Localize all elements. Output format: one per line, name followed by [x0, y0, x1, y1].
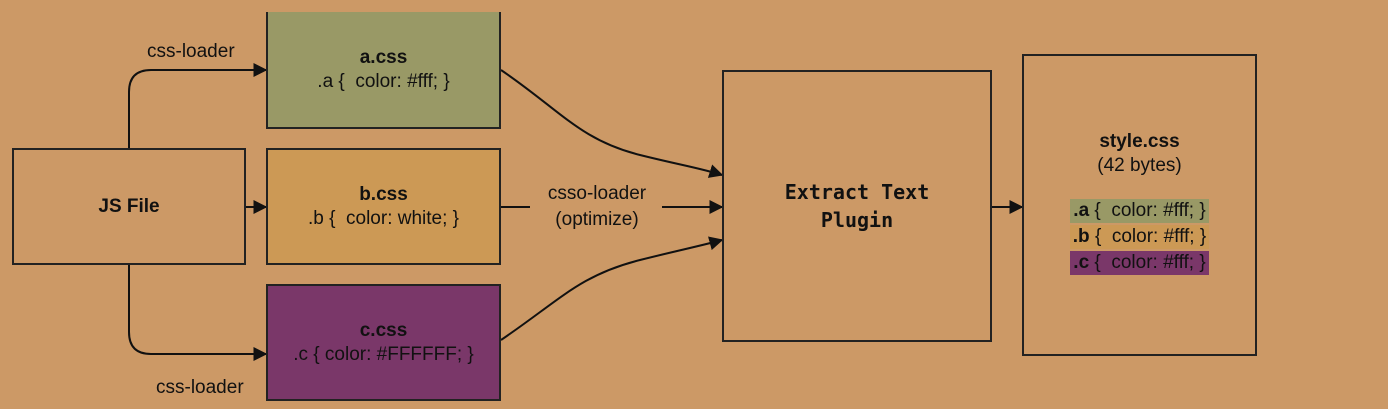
c-css-rule: .c { color: #FFFFFF; } — [293, 343, 474, 365]
arrow-js-to-a — [128, 63, 268, 148]
style-css-output-node: style.css (42 bytes) .a { color: #fff; }… — [1022, 54, 1257, 356]
output-line-b-rest: { color: #fff; } — [1089, 226, 1207, 247]
b-css-rule: .b { color: white; } — [307, 207, 460, 229]
csso-loader-line1: csso-loader — [547, 183, 647, 204]
js-file-label: JS File — [98, 195, 160, 217]
css-loader-bottom-label: css-loader — [156, 377, 244, 398]
a-css-rule: .a { color: #fff; } — [317, 70, 450, 92]
output-line-a: .a { color: #fff; } — [1070, 199, 1209, 223]
extract-text-plugin-node: Extract Text Plugin — [722, 70, 992, 342]
output-line-b-selector: .b — [1072, 226, 1090, 247]
b-css-title: b.css — [359, 183, 408, 205]
csso-loader-label: csso-loader (optimize) — [530, 183, 664, 231]
output-line-c-selector: .c — [1073, 252, 1090, 273]
c-css-title: c.css — [359, 319, 408, 341]
js-file-node: JS File — [12, 148, 246, 265]
css-loader-top-label: css-loader — [147, 41, 235, 62]
output-line-c: .c { color: #fff; } — [1070, 251, 1209, 275]
csso-loader-line2: (optimize) — [555, 209, 639, 230]
output-lines: .a { color: #fff; } .b { color: #fff; } … — [1069, 198, 1210, 276]
output-line-c-rest: { color: #fff; } — [1089, 252, 1206, 273]
output-line-a-selector: .a — [1073, 200, 1090, 221]
plugin-line2: Plugin — [820, 208, 894, 232]
arrow-a-to-plugin — [500, 69, 724, 178]
arrow-c-to-plugin — [500, 236, 724, 341]
a-css-node: a.css .a { color: #fff; } — [266, 12, 501, 129]
a-css-title: a.css — [359, 46, 408, 68]
output-line-b: .b { color: #fff; } — [1069, 225, 1210, 249]
plugin-line1: Extract Text — [784, 180, 930, 204]
output-size: (42 bytes) — [1097, 155, 1182, 176]
arrow-js-to-c — [128, 265, 268, 361]
c-css-node: c.css .c { color: #FFFFFF; } — [266, 284, 501, 401]
b-css-node: b.css .b { color: white; } — [266, 148, 501, 265]
output-title: style.css — [1099, 131, 1180, 152]
output-line-a-rest: { color: #fff; } — [1089, 200, 1206, 221]
